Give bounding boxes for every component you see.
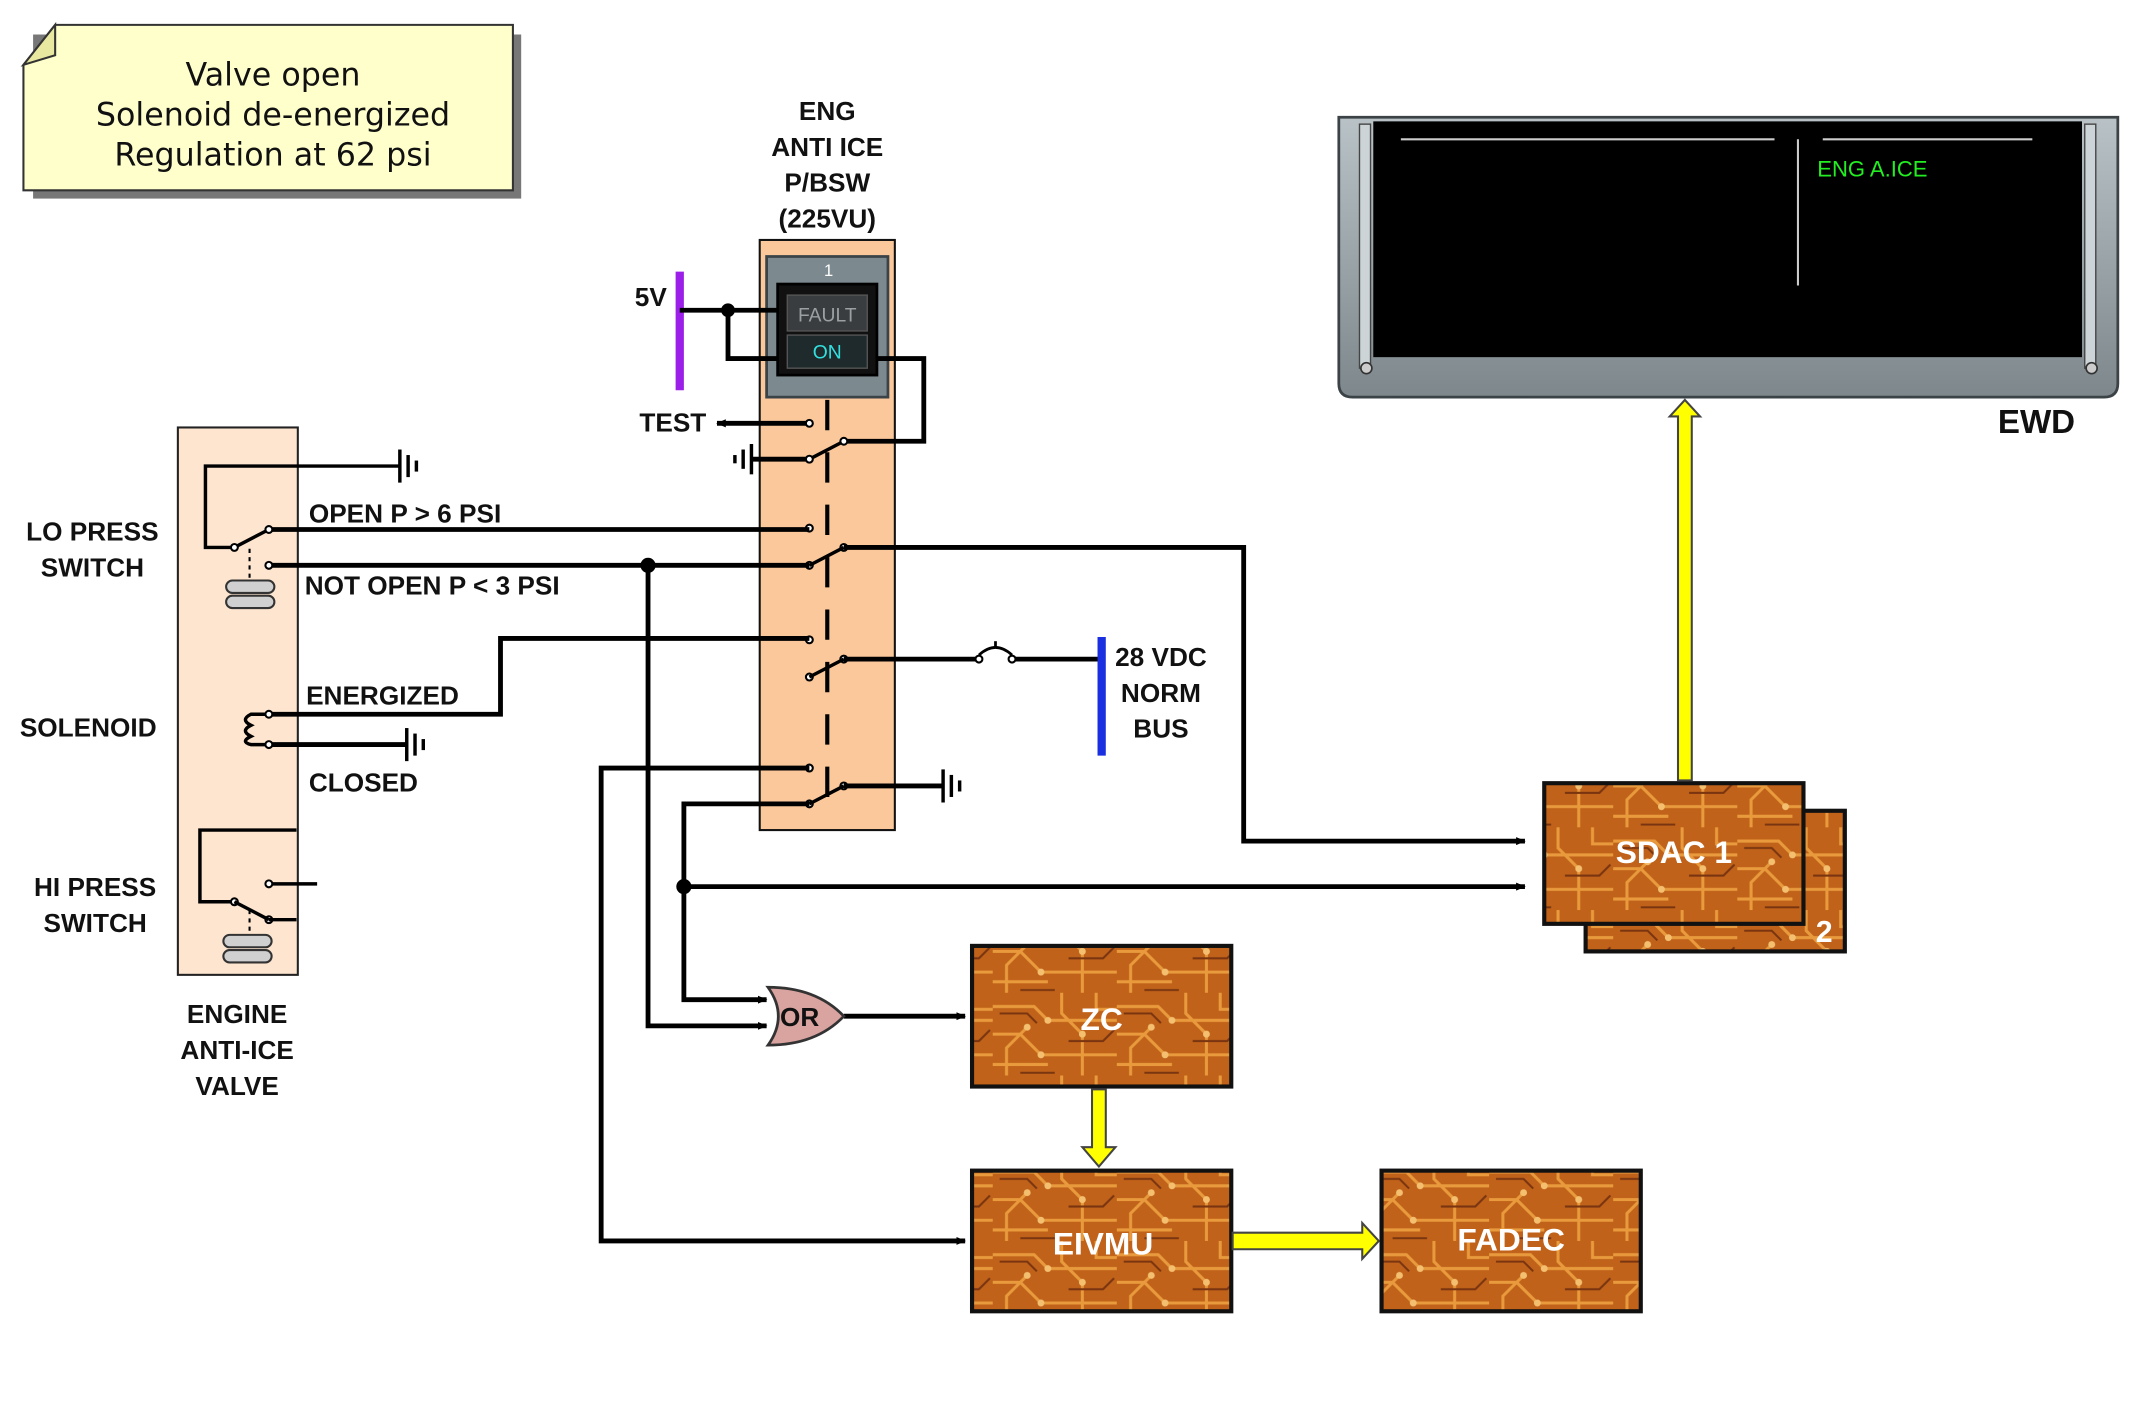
contact-blade-1 bbox=[808, 439, 845, 461]
sdac-1-label: SDAC 1 bbox=[1616, 834, 1732, 870]
sdac-1-board: SDAC 1 bbox=[1542, 781, 1806, 926]
ewd-screen bbox=[1373, 121, 2082, 358]
valve-caption-1: ENGINE bbox=[187, 999, 287, 1029]
junction-not-open bbox=[640, 557, 656, 573]
data-bus-arrows bbox=[1080, 398, 1703, 1262]
fadec-board: FADEC bbox=[1379, 1168, 1643, 1314]
wire-pb-to-sdac-a bbox=[843, 545, 1526, 846]
contact-blade-4 bbox=[808, 784, 845, 806]
bus-label-1: 28 VDC bbox=[1115, 642, 1207, 672]
pushbutton-panel: ENG ANTI ICE P/BSW (225VU) 1 FAULT ON 5V… bbox=[635, 96, 962, 832]
status-note: Valve open Solenoid de-energized Regulat… bbox=[20, 21, 522, 199]
open-signal-label: OPEN P > 6 PSI bbox=[309, 499, 501, 529]
arrow-sdac-to-ewd bbox=[1667, 398, 1703, 782]
eivmu-label: EIVMU bbox=[1053, 1226, 1153, 1262]
or-gate-label: OR bbox=[780, 1002, 819, 1032]
on-label: ON bbox=[813, 343, 842, 364]
note-line-1: Valve open bbox=[186, 58, 361, 94]
ground-symbol-lo-press bbox=[398, 449, 419, 483]
lo-press-common-wire bbox=[203, 464, 400, 550]
wiring: 28 VDC NORM BUS bbox=[271, 527, 1526, 1245]
wire-pb-to-or bbox=[681, 801, 810, 1004]
not-open-signal-label: NOT OPEN P < 3 PSI bbox=[305, 570, 560, 600]
lo-press-capsule bbox=[225, 579, 276, 610]
ground-symbol-pb-2 bbox=[941, 769, 962, 803]
solenoid-label: SOLENOID bbox=[20, 712, 157, 742]
ewd-display: ENG A.ICE EWD bbox=[1337, 115, 2120, 441]
lo-press-label-1: LO PRESS bbox=[26, 517, 158, 547]
wire-energized bbox=[271, 636, 810, 717]
hi-press-label-2: SWITCH bbox=[43, 908, 146, 938]
pb-title-line-1: ENG bbox=[799, 96, 856, 126]
ewd-label: EWD bbox=[1998, 404, 2075, 441]
sdac-2-label: 2 bbox=[1816, 916, 1833, 949]
bus-label-2: NORM bbox=[1121, 678, 1201, 708]
note-line-3: Regulation at 62 psi bbox=[114, 137, 431, 173]
closed-label: CLOSED bbox=[309, 767, 418, 797]
energized-label: ENERGIZED bbox=[306, 681, 459, 711]
pb-title-line-3: P/BSW bbox=[784, 168, 870, 198]
ground-symbol-solenoid bbox=[405, 728, 426, 762]
ewd-memo: ENG A.ICE bbox=[1817, 157, 1927, 182]
ground-symbol-pb bbox=[733, 444, 754, 475]
valve-body bbox=[176, 426, 299, 976]
zc-board: ZC bbox=[969, 943, 1234, 1089]
pb-number: 1 bbox=[824, 261, 833, 280]
pb-title-line-2: ANTI ICE bbox=[771, 132, 883, 162]
arrow-eivmu-to-fadec bbox=[1231, 1220, 1381, 1262]
bus-label-3: BUS bbox=[1133, 714, 1188, 744]
wire-5v-on bbox=[725, 310, 778, 361]
wire-pb-to-eivmu bbox=[598, 765, 966, 1245]
supply-5v-label: 5V bbox=[635, 282, 668, 312]
or-gate: OR bbox=[765, 985, 846, 1047]
circuit-breaker bbox=[974, 641, 1017, 664]
wire-on-return bbox=[843, 356, 927, 444]
hi-press-blade bbox=[233, 900, 270, 922]
contact-blade-3 bbox=[808, 657, 845, 679]
eivmu-board: EIVMU bbox=[969, 1168, 1234, 1314]
hi-press-frame bbox=[198, 828, 297, 904]
lo-press-label-2: SWITCH bbox=[41, 552, 144, 582]
zc-label: ZC bbox=[1081, 1001, 1123, 1037]
contact-blade-2 bbox=[808, 545, 845, 567]
arrow-zc-to-eivmu bbox=[1080, 1088, 1118, 1169]
valve-caption-2: ANTI-ICE bbox=[180, 1035, 293, 1065]
anti-ice-pushbutton[interactable]: FAULT ON bbox=[776, 282, 879, 377]
valve-caption-3: VALVE bbox=[195, 1071, 278, 1101]
hi-press-label-1: HI PRESS bbox=[34, 872, 156, 902]
note-fold bbox=[20, 21, 57, 67]
note-line-2: Solenoid de-energized bbox=[96, 98, 450, 134]
lo-press-blade bbox=[233, 527, 270, 549]
solenoid-coil bbox=[243, 712, 267, 747]
hi-press-capsule bbox=[222, 933, 273, 964]
test-label: TEST bbox=[639, 408, 706, 438]
pb-title-line-4: (225VU) bbox=[779, 204, 877, 234]
on-legend bbox=[786, 334, 868, 369]
fault-legend bbox=[786, 294, 868, 332]
wire-not-open-to-or bbox=[645, 565, 768, 1030]
fault-label: FAULT bbox=[798, 305, 857, 326]
fadec-label: FADEC bbox=[1457, 1222, 1565, 1258]
engine-anti-ice-valve: LO PRESS SWITCH SOLENOID HI PRESS SWITCH… bbox=[20, 426, 560, 1101]
